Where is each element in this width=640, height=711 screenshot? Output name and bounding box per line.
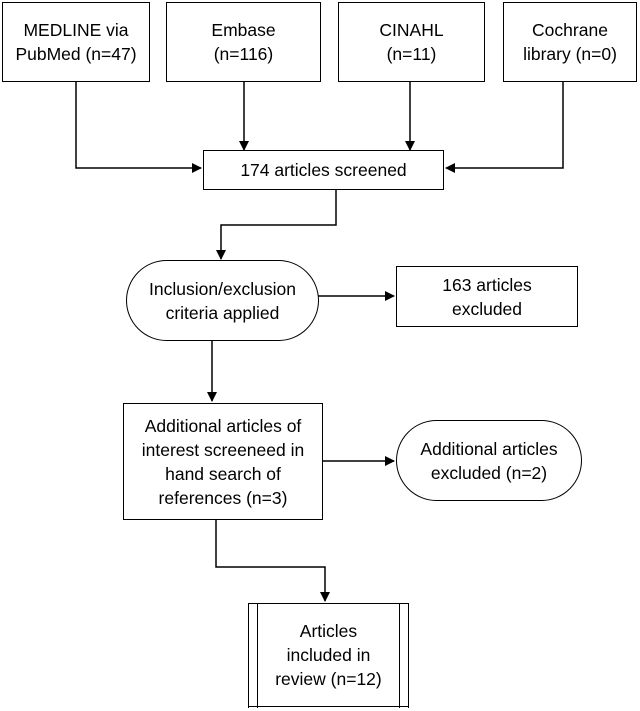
included-box: Articles included in review (n=12) xyxy=(248,602,409,708)
excluded-line1: 163 articles xyxy=(442,274,532,295)
source-cinahl-line1: CINAHL xyxy=(379,20,444,40)
additional-excluded-line1: Additional articles xyxy=(420,438,558,459)
criteria-terminator: Inclusion/exclusion criteria applied xyxy=(126,260,319,341)
additional-line2: interest screeneed in xyxy=(141,439,305,460)
additional-line3: hand search of xyxy=(165,463,281,484)
source-medline-line1: MEDLINE via xyxy=(23,20,129,40)
source-embase: Embase (n=116) xyxy=(166,2,321,82)
additional-excluded-line2: excluded (n=2) xyxy=(430,462,548,483)
connector-screened-to-criteria xyxy=(216,189,337,260)
source-cochrane: Cochrane library (n=0) xyxy=(503,2,637,82)
included-line2: included in xyxy=(286,645,371,665)
source-cochrane-line2: library (n=0) xyxy=(523,44,617,64)
source-embase-line1: Embase xyxy=(211,20,276,40)
connector-medline-to-screened xyxy=(75,82,202,173)
screened-box: 174 articles screened xyxy=(203,150,444,190)
criteria-line1: Inclusion/exclusion xyxy=(149,278,296,299)
additional-line1: Additional articles of xyxy=(144,415,302,436)
source-cochrane-line1: Cochrane xyxy=(532,20,608,40)
additional-excluded-terminator: Additional articles excluded (n=2) xyxy=(396,420,582,501)
screened-label: 174 articles screened xyxy=(240,160,407,180)
included-line1: Articles xyxy=(299,621,358,641)
source-cinahl: CINAHL (n=11) xyxy=(338,2,485,82)
source-medline-line2: PubMed (n=47) xyxy=(15,44,137,64)
excluded-box: 163 articles excluded xyxy=(396,266,578,327)
included-line3: review (n=12) xyxy=(275,669,382,689)
criteria-line2: criteria applied xyxy=(165,302,280,323)
source-embase-line2: (n=116) xyxy=(213,44,274,64)
additional-line4: references (n=3) xyxy=(158,487,288,508)
connector-additional-to-included xyxy=(215,519,330,602)
excluded-line2: excluded xyxy=(451,298,523,319)
source-cinahl-line2: (n=11) xyxy=(386,44,437,64)
connector-cochrane-to-screened xyxy=(445,82,564,173)
additional-box: Additional articles of interest screeneed… xyxy=(123,403,323,520)
